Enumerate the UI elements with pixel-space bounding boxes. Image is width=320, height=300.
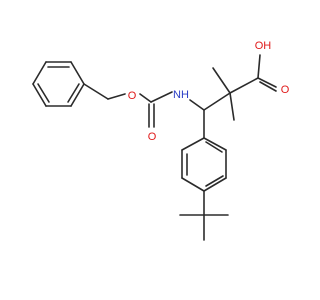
aryl-ring bbox=[179, 109, 229, 241]
ether-oxygen-label: O bbox=[128, 90, 137, 102]
acid-oxygen-label: O bbox=[281, 84, 290, 96]
molecule-structure: NH O O OH O bbox=[32, 40, 290, 241]
carbonyl-oxygen-label: O bbox=[148, 131, 157, 143]
benzyl-ring bbox=[32, 61, 85, 107]
hydroxyl-label: OH bbox=[255, 40, 272, 52]
nh-label: NH bbox=[173, 89, 189, 101]
acid-chain bbox=[203, 54, 277, 121]
carbamate-chain bbox=[83, 83, 205, 128]
